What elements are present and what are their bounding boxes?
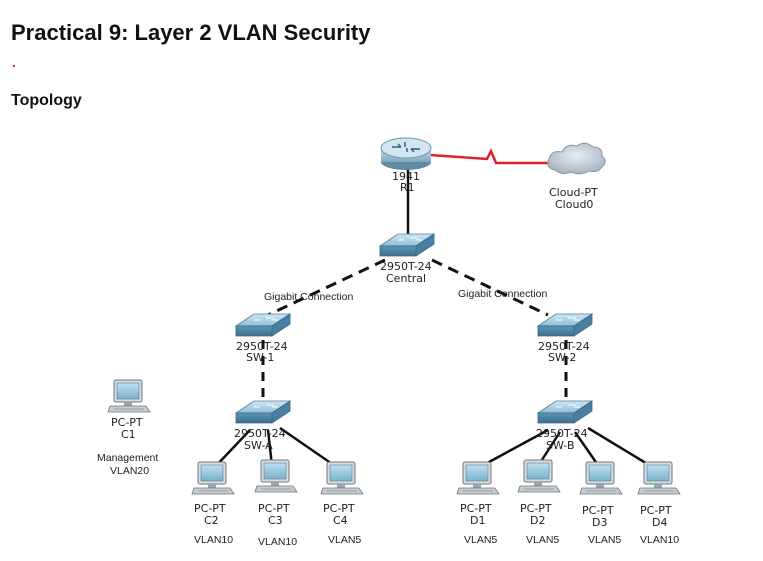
pc-d2: PC-PT D2 VLAN5 bbox=[517, 459, 561, 546]
pc-c2: PC-PT C2 VLAN10 bbox=[191, 461, 235, 546]
link-swa-c4 bbox=[279, 426, 339, 470]
pc-vlan-label: VLAN10 bbox=[640, 534, 679, 546]
sw2-name-label: SW-2 bbox=[548, 351, 576, 364]
pc-name-label: C4 bbox=[333, 514, 348, 527]
pc-model-label: PC-PT bbox=[582, 504, 614, 517]
sw1-name-label: SW-1 bbox=[246, 351, 274, 364]
sw2-model-label: 2950T-24 bbox=[538, 340, 590, 353]
pc-c3: PC-PT C3 VLAN10 bbox=[254, 459, 298, 548]
pc-model-label: PC-PT bbox=[640, 504, 672, 517]
switch-sw1: 2950T-24 SW-1 bbox=[235, 313, 291, 364]
pc-icon bbox=[637, 461, 681, 495]
swb-model-label: 2950T-24 bbox=[536, 427, 588, 440]
pc-d3: PC-PT D3 VLAN5 bbox=[579, 461, 623, 546]
pc-c4: PC-PT C4 VLAN5 bbox=[320, 461, 364, 546]
pc-c1: PC-PT C1 Management VLAN20 bbox=[97, 379, 158, 477]
pc-model-label: PC-PT bbox=[460, 502, 492, 515]
pc-vlan-label: VLAN5 bbox=[526, 534, 559, 546]
trunk-left-label: Gigabit Connection bbox=[264, 291, 353, 303]
trunk-central-sw1 bbox=[267, 258, 386, 317]
pc-model-label: PC-PT bbox=[323, 502, 355, 515]
switch-swa: 2950T-24 SW-A bbox=[234, 400, 291, 452]
pc-role-label: Management bbox=[97, 452, 158, 464]
pc-d4: PC-PT D4 VLAN10 bbox=[637, 461, 681, 546]
pc-icon bbox=[191, 461, 235, 495]
pc-vlan-label: VLAN5 bbox=[588, 534, 621, 546]
central-name-label: Central bbox=[386, 272, 426, 285]
pc-name-label: C2 bbox=[204, 514, 219, 527]
router-r1: 1941 R1 bbox=[380, 137, 432, 194]
swa-name-label: SW-A bbox=[244, 439, 273, 452]
sw1-model-label: 2950T-24 bbox=[236, 340, 288, 353]
router-arrows-icon bbox=[392, 142, 420, 153]
pc-icon bbox=[254, 459, 298, 493]
trunk-central-sw2 bbox=[431, 258, 549, 317]
link-swb-d4 bbox=[587, 426, 655, 470]
pc-icon bbox=[579, 461, 623, 495]
pc-model-label: PC-PT bbox=[111, 416, 143, 429]
pc-name-label: C1 bbox=[121, 428, 136, 441]
pc-vlan-label: VLAN20 bbox=[110, 465, 149, 477]
pc-vlan-label: VLAN5 bbox=[464, 534, 497, 546]
router-model-label: 1941 bbox=[392, 170, 420, 183]
cloud-model-label: Cloud-PT bbox=[549, 186, 598, 199]
swb-name-label: SW-B bbox=[546, 439, 575, 452]
document-title: Practical 9: Layer 2 VLAN Security bbox=[11, 20, 371, 45]
switch-sw2: 2950T-24 SW-2 bbox=[537, 313, 593, 364]
trunk-right-label: Gigabit Connection bbox=[458, 288, 547, 300]
pc-vlan-label: VLAN10 bbox=[258, 536, 297, 548]
pc-icon bbox=[107, 379, 151, 413]
router-name-label: R1 bbox=[400, 181, 415, 194]
section-heading-topology: Topology bbox=[11, 92, 82, 109]
switch-swb: 2950T-24 SW-B bbox=[536, 400, 593, 452]
pc-model-label: PC-PT bbox=[520, 502, 552, 515]
cloud-cloud0: Cloud-PT Cloud0 bbox=[547, 142, 606, 211]
pc-name-label: C3 bbox=[268, 514, 283, 527]
pc-name-label: D1 bbox=[470, 514, 485, 527]
switch-central: 2950T-24 Central bbox=[379, 233, 435, 285]
pc-model-label: PC-PT bbox=[194, 502, 226, 515]
pc-vlan-label: VLAN10 bbox=[194, 534, 233, 546]
cloud-name-label: Cloud0 bbox=[555, 198, 593, 211]
wan-link bbox=[429, 147, 550, 165]
stray-mark bbox=[13, 65, 15, 67]
pc-icon bbox=[517, 459, 561, 493]
pc-d1: PC-PT D1 VLAN5 bbox=[456, 461, 500, 546]
pc-name-label: D3 bbox=[592, 516, 607, 529]
central-model-label: 2950T-24 bbox=[380, 260, 432, 273]
pc-name-label: D2 bbox=[530, 514, 545, 527]
pc-icon bbox=[320, 461, 364, 495]
swa-model-label: 2950T-24 bbox=[234, 427, 286, 440]
pc-icon bbox=[456, 461, 500, 495]
cloud-icon bbox=[547, 142, 606, 175]
pc-name-label: D4 bbox=[652, 516, 667, 529]
pc-model-label: PC-PT bbox=[258, 502, 290, 515]
pc-vlan-label: VLAN5 bbox=[328, 534, 361, 546]
